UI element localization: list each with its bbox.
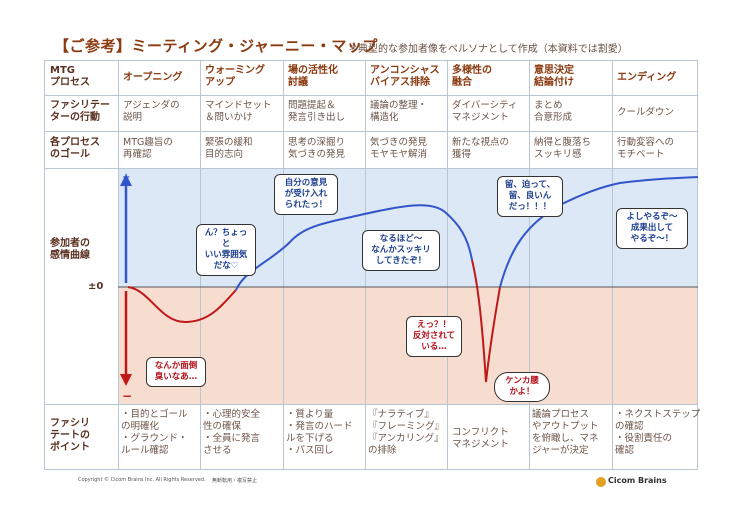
process-goal: 新たな視点の 獲得 [452, 137, 510, 160]
bubble-opposed: えっ？！ 反対されて いる… [406, 316, 462, 357]
facilitation-point: ・心理的安全 性の確保 ・全員に発言 させる [203, 409, 261, 456]
facilitator-action: ダイバーシティ マネジメント [452, 100, 518, 123]
col-divider [447, 60, 448, 470]
row-label-process: MTG プロセス [50, 65, 90, 88]
col-divider [529, 60, 530, 470]
negative-curve-2 [471, 259, 501, 383]
row-label-goal: 各プロセス のゴール [50, 137, 100, 160]
facilitation-point: ・ネクストステップ の確認 ・役割責任の 確認 [615, 409, 701, 456]
facilitator-action: 問題提起＆ 発言引き出し [288, 100, 346, 123]
row-divider [44, 131, 698, 132]
facilitator-action: アジェンダの 説明 [123, 100, 180, 123]
row-divider [44, 404, 698, 405]
bubble-motivated: よしやるぞ～ 成果出して やるぞ～！ [616, 208, 688, 249]
process-goal: 気づきの発見 モヤモヤ解消 [370, 137, 428, 160]
col-divider [283, 60, 284, 470]
col-divider [612, 60, 613, 470]
bubble-good-atmosphere: ん？ちょっと いい雰囲気 だな♡ [196, 224, 256, 276]
phase-name: アンコンシャス バイアス排除 [370, 65, 440, 88]
phase-name: 場の活性化 討議 [288, 65, 338, 88]
row-label-points: ファシリ テートの ポイント [50, 418, 90, 453]
minus-sign: − [122, 389, 132, 403]
process-goal: MTG趣旨の 再確認 [123, 137, 173, 160]
bubble-refreshed: なるほど～ なんかスッキリ してきたぞ！ [362, 230, 440, 271]
facilitation-point: 『ナラティブ』 『フレーミング』 『アンカリング』 の排除 [368, 409, 445, 456]
title-note: ＊典型的な参加者像をペルソナとして作成（本資料では割愛） [348, 44, 628, 55]
brand-name: Cicom Brains [608, 476, 667, 485]
page-title: 【ご参考】ミーティング・ジャーニー・マップ [54, 37, 378, 55]
row-divider [44, 168, 698, 169]
facilitation-point: ・目的とゴール の明確化 ・グラウンド・ ルール確認 [121, 409, 188, 456]
facilitation-point: コンフリクト マネジメント [452, 427, 510, 450]
phase-name: オープニング [123, 72, 183, 83]
positive-curve-1 [235, 204, 473, 291]
row-label-facilitator: ファシリテー ターの行動 [50, 100, 110, 123]
positive-arrowhead [120, 174, 132, 186]
bubble-accepted: 自分の意見 が受け入れ られたっ！ [274, 174, 338, 215]
footer-note: 無断転用・複写禁止 [212, 478, 258, 484]
facilitator-action: クールダウン [617, 107, 675, 118]
process-goal: 緊張の緩和 目的志向 [205, 137, 253, 160]
phase-name: エンディング [617, 72, 677, 83]
row-label-emotion: 参加者の 感情曲線 [50, 238, 90, 261]
brand-logo-icon [596, 477, 606, 487]
footer-copyright: Copyright © Cicom Brains Inc. All Rights… [78, 477, 206, 483]
journey-table [44, 60, 698, 470]
facilitator-action: マインドセット ＆問いかけ [205, 100, 272, 123]
phase-name: 多様性の 融合 [452, 65, 492, 88]
plus-sign: + [122, 172, 130, 183]
negative-arrowhead [120, 374, 132, 386]
row-divider [44, 95, 698, 96]
process-goal: 納得と腹落ち スッキリ感 [534, 137, 592, 160]
process-goal: 思考の深掘り 気づきの発見 [288, 137, 346, 160]
negative-curve-1 [127, 286, 237, 324]
bubble-argumentative: ケンカ腰 かよ！ [494, 372, 550, 402]
bubble-annoyed: なんか面倒 臭いなあ… [146, 357, 206, 387]
facilitator-action: まとめ 合意形成 [534, 100, 573, 123]
facilitator-action: 議論の整理・ 構造化 [370, 100, 428, 123]
zero-label: ±0 [88, 281, 104, 292]
facilitation-point: ・質より量 ・発言のハード ルを下げる ・パス回し [286, 409, 353, 456]
phase-name: 意思決定 結論付け [534, 65, 574, 88]
positive-curve-2 [499, 176, 699, 288]
process-goal: 行動変容への モチベート [617, 137, 675, 160]
bubble-decided: 留、迫って、 留、良いん だっ！！！ [497, 176, 563, 217]
col-divider [118, 60, 119, 470]
facilitation-point: 議論プロセス やアウトプット を俯瞰し、マネ ジャーが決定 [532, 409, 599, 456]
phase-name: ウォーミング アップ [205, 65, 265, 88]
